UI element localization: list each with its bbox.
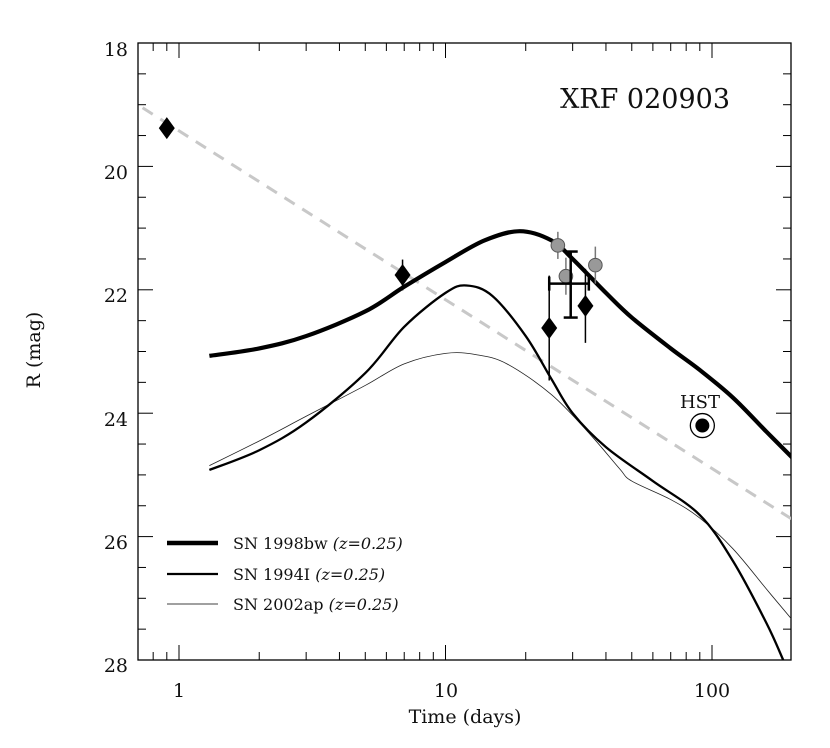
hst-label: HST: [680, 392, 720, 413]
diamond-marker: [394, 263, 411, 286]
circle-marker: [588, 257, 603, 273]
y-tick-20: 20: [104, 162, 128, 184]
chart-title: XRF 020903: [560, 84, 730, 115]
x-axis-label: Time (days): [409, 706, 522, 728]
x-tick-100: 100: [694, 680, 730, 702]
curve-sn-1994i-z-0-25-: [208, 284, 785, 660]
data-points: [158, 117, 715, 439]
legend-label-1998bw: SN 1998bw (z=0.25): [233, 534, 403, 553]
y-tick-18: 18: [104, 39, 128, 61]
diamond-marker: [158, 117, 175, 140]
y-tick-26: 26: [104, 532, 128, 554]
x-tick-10: 10: [434, 680, 458, 702]
model-curves: [141, 106, 791, 660]
y-tick-22: 22: [104, 285, 128, 307]
curve-power-law-decay: [141, 106, 791, 521]
axis-ticks: [138, 42, 791, 661]
x-tick-1: 1: [173, 680, 185, 702]
curve-sn-1998bw-z-0-25-: [209, 229, 791, 460]
legend-label-1994I: SN 1994I (z=0.25): [233, 565, 385, 584]
circle-marker: [550, 238, 566, 253]
legend: SN 1998bw (z=0.25) SN 1994I (z=0.25) SN …: [167, 534, 403, 614]
x-tick-labels: 1 10 100: [173, 680, 730, 702]
diamond-marker: [577, 294, 594, 317]
y-tick-24: 24: [104, 409, 128, 431]
hst-marker-dot: [695, 418, 710, 433]
y-tick-28: 28: [104, 655, 128, 677]
diamond-marker: [541, 317, 558, 340]
y-axis-label: R (mag): [23, 312, 45, 389]
y-tick-labels: 18 20 22 24 26 28: [104, 39, 128, 677]
legend-label-2002ap: SN 2002ap (z=0.25): [233, 595, 399, 614]
